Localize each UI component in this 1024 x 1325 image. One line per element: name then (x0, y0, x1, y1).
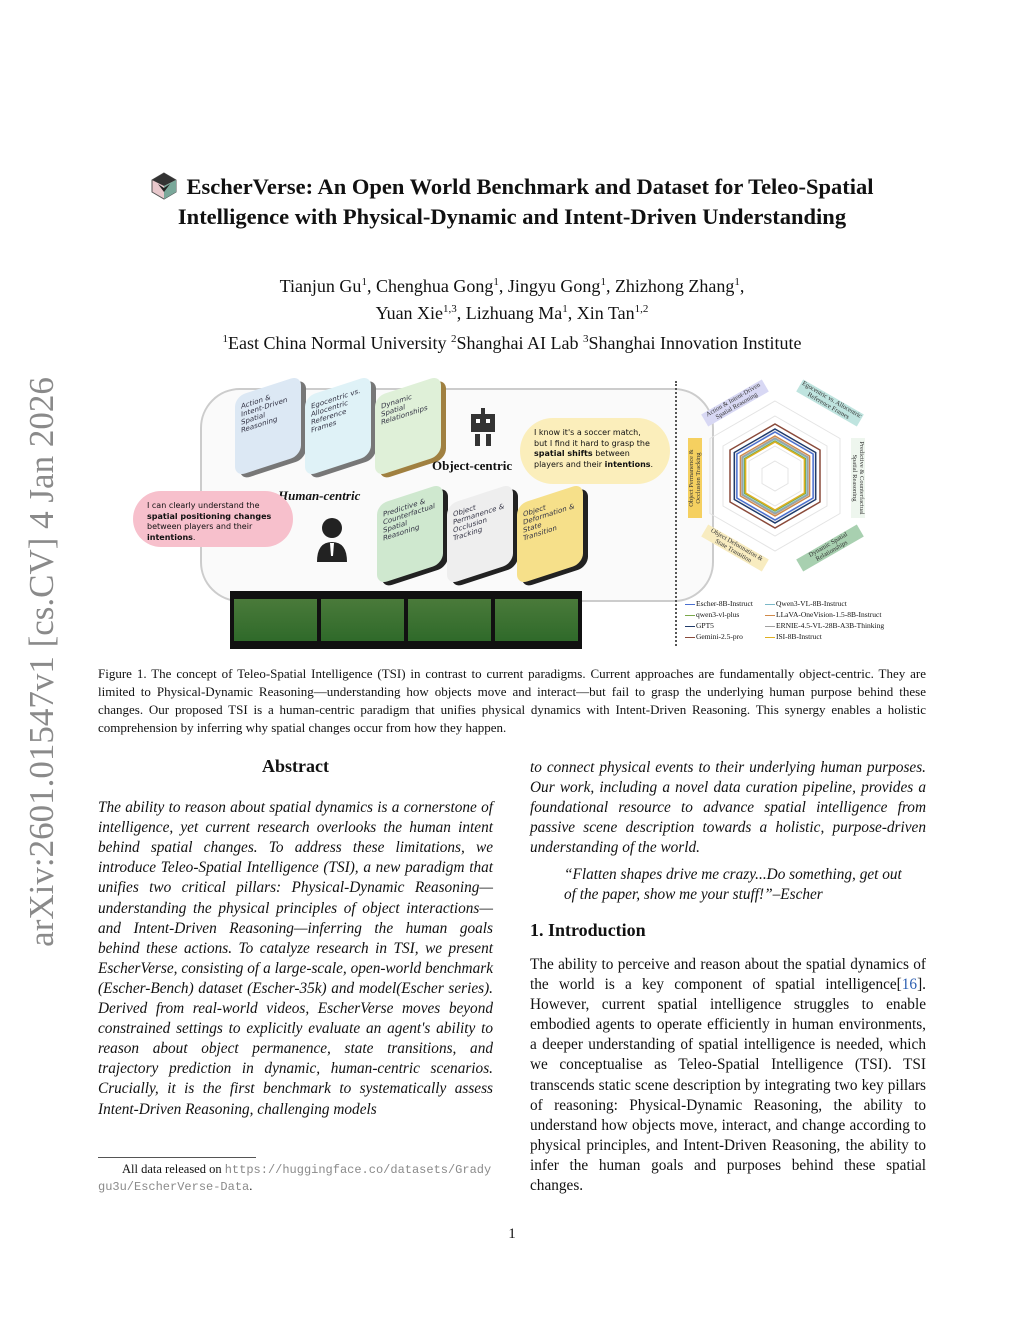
footnote-rule (98, 1157, 256, 1158)
footnote: All data released on https://huggingface… (98, 1162, 492, 1194)
legend-entry: ISI-8B-Instruct (765, 631, 905, 642)
robot-icon (471, 408, 495, 446)
human-thought-cloud: I can clearly understand the spatial pos… (133, 491, 293, 547)
author: Xin Tan1,2 (576, 303, 649, 323)
author: Zhizhong Zhang1 (614, 276, 740, 296)
radar-series (739, 435, 811, 517)
legend-entry: Qwen3-VL-8B-Instruct (765, 598, 905, 609)
object-centric-label: Object-centric (432, 458, 513, 473)
page-number: 1 (508, 1226, 516, 1242)
video-frame (408, 599, 491, 641)
figure-caption: Figure 1. The concept of Teleo-Spatial I… (98, 666, 926, 735)
human-centric-label: Human-centric (278, 488, 361, 503)
escher-quote: “Flatten shapes drive me crazy...Do some… (564, 866, 902, 904)
radar-series (733, 428, 817, 524)
radar-axis-label: Predictive & Counterfactual Spatial Reas… (851, 438, 865, 518)
legend-entry: ERNIE-4.5-VL-28B-A3B-Thinking (765, 620, 905, 631)
legend-entry: Escher-8B-Instruct (685, 598, 765, 609)
video-filmstrip (230, 591, 582, 649)
radar-grid (748, 445, 802, 507)
abstract-heading: Abstract (262, 756, 329, 776)
escher-cube-logo-icon (151, 172, 177, 200)
radar-axis-label: Object Permanence & Occlusion Tracking (688, 438, 702, 518)
legend-entry: qwen3-vl-plus (685, 609, 765, 620)
video-frame (234, 599, 317, 641)
title-line-2: Intelligence with Physical-Dynamic and I… (177, 204, 847, 229)
authors-line-2: Yuan Xie1,3, Lizhuang Ma1, Xin Tan1,2 (375, 303, 649, 323)
radar-series (741, 437, 809, 515)
radar-grid (709, 400, 841, 552)
authors-line-1: Tianjun Gu1, Chenghua Gong1, Jingyu Gong… (279, 276, 745, 296)
legend-entry: Gemini-2.5-pro (685, 631, 765, 642)
radar-axis-labels: Action & Intent-Driven Spatial Reasoning… (688, 376, 865, 572)
video-frame (495, 599, 578, 641)
introduction-heading: 1. Introduction (530, 920, 646, 940)
affiliation: 3Shanghai Innovation Institute (582, 333, 802, 353)
paper-title: EscherVerse: An Open World Benchmark and… (100, 172, 924, 232)
radar-grid (735, 430, 815, 522)
dataset-link[interactable]: https://huggingface.co/datasets/Gradygu3… (98, 1163, 492, 1194)
author: Jingyu Gong1 (507, 276, 606, 296)
abstract-body: The ability to reason about spatial dyna… (98, 799, 493, 1118)
radar-axis-label: Action & Intent-Driven Spatial Reasoning (701, 379, 769, 427)
legend-entry: LLaVA-OneVision-1.5-8B-Instruct (765, 609, 905, 620)
radar-series (736, 431, 814, 521)
radar-chart (709, 400, 841, 552)
introduction-body: The ability to perceive and reason about… (530, 956, 926, 1195)
person-icon (317, 518, 347, 562)
radar-series (742, 438, 808, 514)
abstract-section: Abstract The ability to reason about spa… (98, 756, 493, 1120)
radar-series (744, 441, 806, 511)
figure-1: Action & Intent-Driven Spatial Reasoning… (125, 375, 905, 649)
radar-grid (761, 460, 789, 492)
object-thought-cloud: I know it's a soccer match, but I find i… (520, 418, 670, 484)
abstract-continued: to connect physical events to their unde… (530, 759, 926, 857)
citation-link[interactable]: 16 (901, 976, 918, 994)
authors: Tianjun Gu1, Chenghua Gong1, Jingyu Gong… (100, 271, 924, 325)
affiliation: 2Shanghai AI Lab (451, 333, 579, 353)
affiliations: 1East China Normal University 2Shanghai … (100, 328, 924, 355)
author: Yuan Xie1,3 (375, 303, 457, 323)
figure-divider (675, 381, 677, 646)
affiliation: 1East China Normal University (222, 333, 447, 353)
legend-entry: GPT5 (685, 620, 765, 631)
video-frame (321, 599, 404, 641)
radar-series (743, 440, 807, 512)
arxiv-identifier: arXiv:2601.01547v1 [cs.CV] 4 Jan 2026 (22, 377, 61, 947)
author: Tianjun Gu1 (279, 276, 367, 296)
radar-grid (722, 415, 828, 537)
author: Lizhuang Ma1 (465, 303, 568, 323)
radar-axis-label: Egocentric vs. Allocentric Reference Fra… (796, 379, 864, 427)
radar-series (729, 423, 821, 529)
title-line-1: EscherVerse: An Open World Benchmark and… (186, 174, 874, 199)
author: Chenghua Gong1 (375, 276, 499, 296)
